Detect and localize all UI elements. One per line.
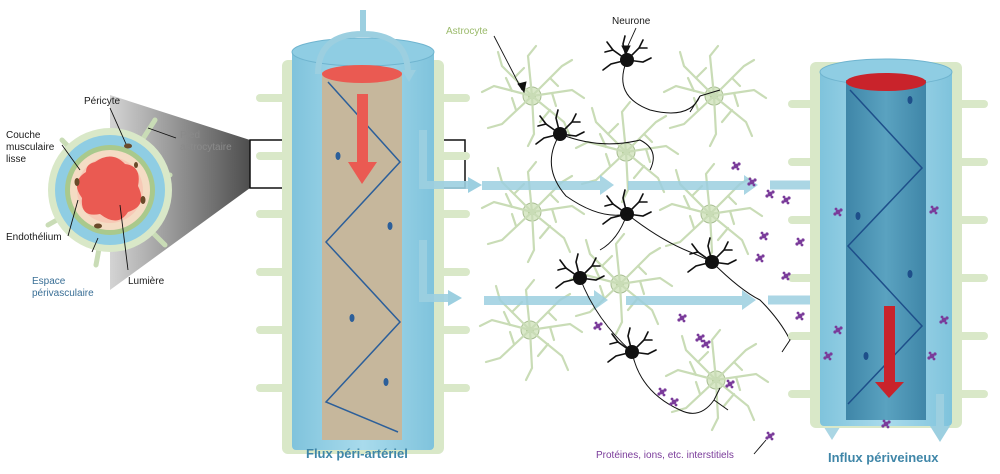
- label-couche: Couche musculaire lisse: [6, 130, 55, 165]
- label-neurone: Neurone: [612, 16, 651, 27]
- label-endothelium: Endothélium: [6, 232, 62, 243]
- label-pericyte: Péricyte: [84, 96, 121, 107]
- astrocyte-network: [478, 44, 770, 432]
- label-flux-arteriel: Flux péri-artériel: [306, 446, 408, 461]
- vein: [788, 58, 988, 442]
- label-astrocyte: Astrocyte: [446, 26, 488, 37]
- label-espace: Espace périvasculaire: [32, 276, 94, 299]
- pointer-lines: [61, 107, 177, 271]
- vessel-cross-section: [45, 117, 173, 268]
- neurons: [535, 35, 801, 414]
- label-proteines: Protéines, ions, etc. interstitiels: [596, 450, 734, 461]
- pointer-lines-right: [493, 27, 767, 455]
- label-pied: Pied astrocytaire: [180, 130, 232, 153]
- label-influx-veineux: Influx périveineux: [828, 450, 939, 465]
- label-lumiere: Lumière: [128, 276, 165, 287]
- artery: [256, 10, 482, 454]
